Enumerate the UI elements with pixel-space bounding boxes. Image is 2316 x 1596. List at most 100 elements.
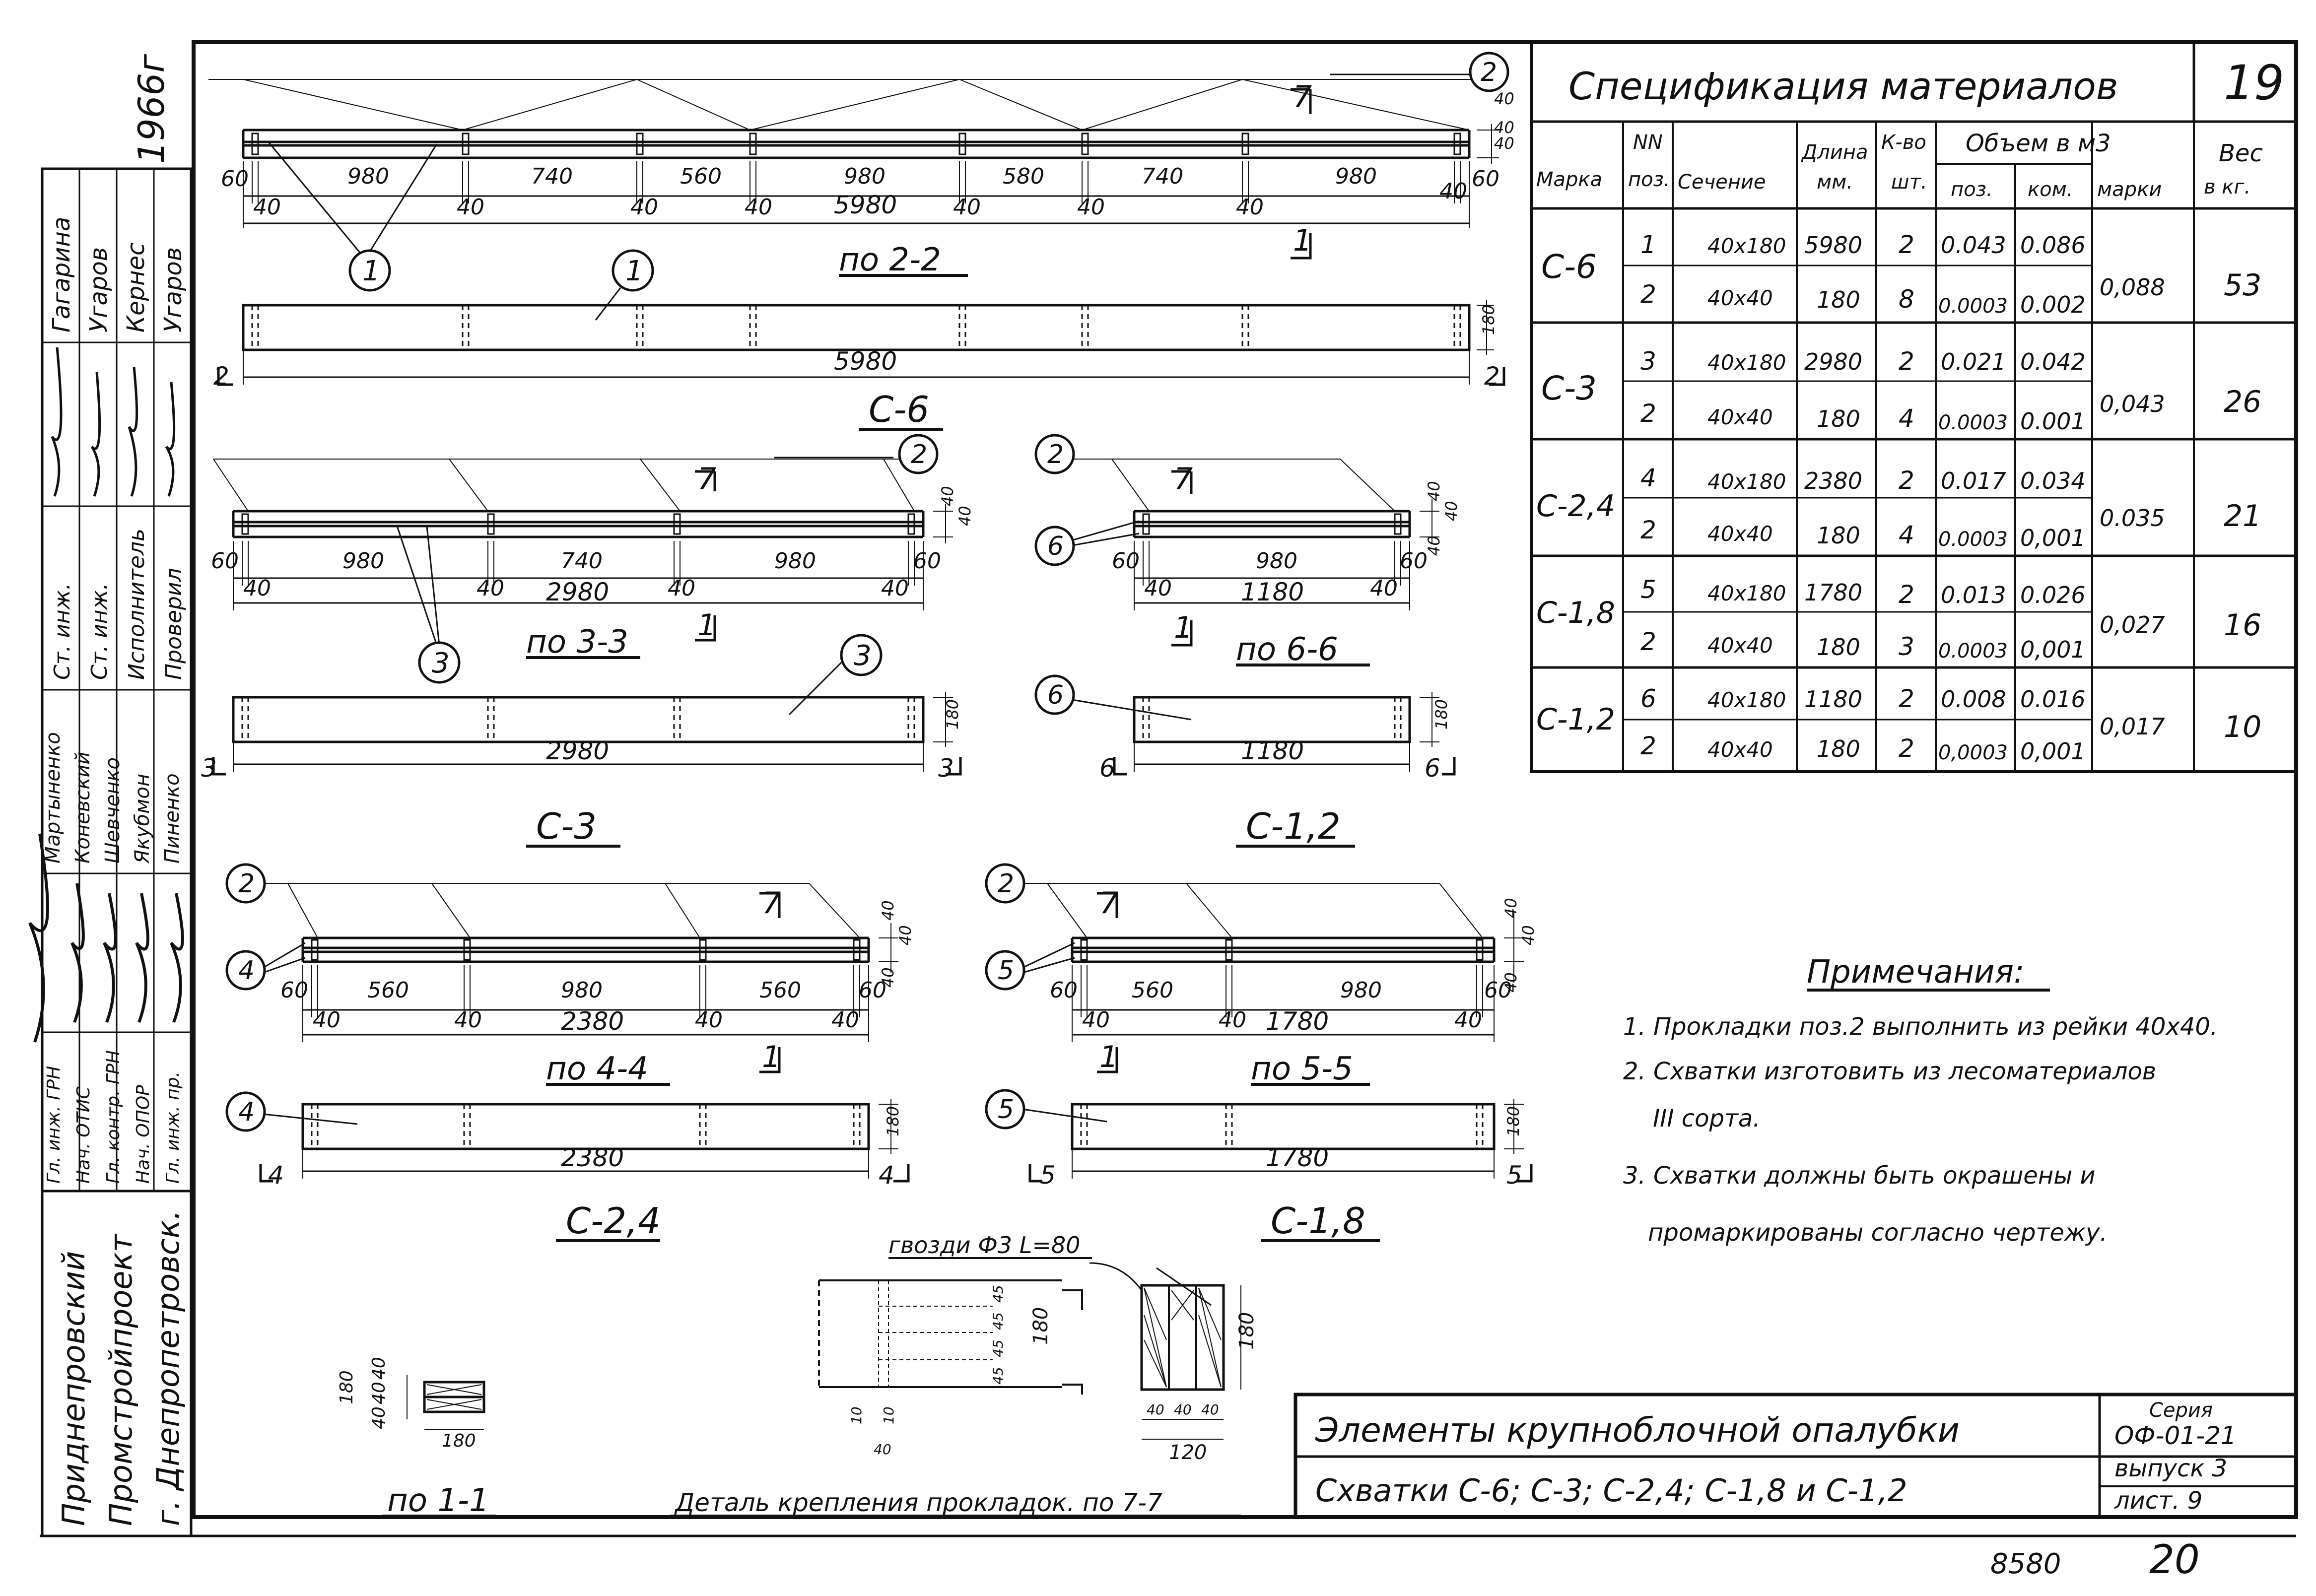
svg-text:0.086: 0.086	[2020, 232, 2086, 259]
svg-text:0.008: 0.008	[1941, 686, 2006, 713]
svg-text:Гл. инж. пр.: Гл. инж. пр.	[163, 1071, 183, 1184]
svg-text:40x180: 40x180	[1707, 581, 1786, 605]
svg-text:1780: 1780	[1266, 1143, 1329, 1172]
svg-text:180: 180	[337, 1370, 357, 1404]
c18-dims: 60 40 560 40 980 40 60 1780 40 40 40 7 1	[1050, 886, 1538, 1074]
svg-text:0.002: 0.002	[2020, 291, 2086, 318]
svg-text:поз.: поз.	[1628, 168, 1670, 191]
svg-text:10: 10	[2224, 710, 2261, 744]
svg-text:Гагарина: Гагарина	[48, 217, 75, 332]
title-list: лист. 9	[2114, 1487, 2202, 1515]
c6-plan	[217, 287, 1505, 386]
svg-text:2380: 2380	[561, 1143, 624, 1172]
svg-text:6: 6	[1099, 754, 1115, 783]
svg-text:740: 740	[531, 164, 573, 189]
c24-section-label: по 4-4	[546, 1051, 648, 1087]
svg-text:0,043: 0,043	[2100, 391, 2165, 417]
svg-text:2: 2	[1640, 732, 1656, 760]
svg-text:2: 2	[1640, 516, 1656, 544]
svg-text:Промстройпроект: Промстройпроект	[103, 1233, 139, 1526]
c6-elevation	[208, 73, 1499, 260]
svg-text:4: 4	[1640, 464, 1656, 492]
svg-text:180: 180	[1235, 1312, 1258, 1350]
stamp-signatures-top	[51, 347, 176, 497]
c12-title: С-1,2	[1246, 805, 1341, 847]
title-name: Элементы крупноблочной опалубки	[1315, 1411, 1960, 1450]
svg-text:180: 180	[1817, 634, 1860, 661]
svg-text:40: 40	[1519, 925, 1538, 945]
svg-text:2: 2	[238, 869, 255, 899]
callout-3	[840, 634, 883, 676]
svg-text:40x40: 40x40	[1707, 405, 1773, 429]
callout-3	[418, 641, 461, 684]
svg-text:Исполнитель: Исполнитель	[124, 529, 149, 680]
svg-text:7: 7	[1174, 462, 1193, 496]
svg-text:1780: 1780	[1266, 1007, 1329, 1036]
svg-text:180: 180	[884, 1106, 902, 1136]
svg-text:Нач. ОТИС: Нач. ОТИС	[73, 1086, 94, 1184]
svg-text:40: 40	[668, 576, 695, 601]
callout-2	[898, 434, 939, 474]
svg-text:мм.: мм.	[1817, 171, 1853, 194]
svg-text:г. Днепропетровск.: г. Днепропетровск.	[150, 1210, 186, 1526]
svg-text:Нач. ОПОР: Нач. ОПОР	[133, 1085, 153, 1184]
svg-text:3: 3	[1640, 347, 1656, 376]
svg-text:980: 980	[774, 548, 816, 574]
svg-text:шт.: шт.	[1891, 171, 1927, 194]
svg-text:40: 40	[243, 576, 271, 601]
svg-text:60: 60	[211, 548, 239, 574]
svg-text:1780: 1780	[1804, 579, 1862, 606]
svg-text:Пиненко: Пиненко	[161, 773, 184, 864]
svg-text:Кернес: Кернес	[122, 243, 150, 332]
svg-text:2: 2	[1640, 280, 1656, 309]
svg-text:40: 40	[1144, 576, 1172, 601]
svg-text:40: 40	[955, 506, 974, 526]
svg-text:60: 60	[1472, 166, 1499, 192]
svg-text:Угаров: Угаров	[85, 247, 113, 332]
svg-text:40: 40	[1236, 195, 1264, 220]
svg-text:Ст. инж.: Ст. инж.	[50, 583, 75, 680]
sheet-number-left: 8580	[1990, 1548, 2061, 1580]
svg-text:2: 2	[1899, 580, 1914, 609]
svg-text:5980: 5980	[834, 347, 897, 376]
svg-text:Сечение: Сечение	[1678, 171, 1766, 194]
svg-text:560: 560	[1132, 978, 1173, 1003]
svg-text:180: 180	[943, 699, 962, 730]
svg-text:40: 40	[1174, 1401, 1192, 1418]
title-block	[1294, 1393, 2298, 1519]
svg-text:40x40: 40x40	[1707, 633, 1773, 658]
sheet-border	[192, 40, 2298, 1519]
svg-text:5980: 5980	[834, 191, 897, 219]
svg-text:40: 40	[874, 1441, 891, 1458]
svg-text:0,001: 0,001	[2020, 525, 2086, 551]
svg-text:2980: 2980	[546, 736, 609, 765]
section-1-1-dims: 180 40 40 40 180	[337, 1357, 476, 1451]
svg-text:2: 2	[1481, 58, 1497, 87]
svg-text:0.016: 0.016	[2020, 686, 2086, 713]
spec-mark: С-1,2	[1536, 702, 1615, 737]
spec-title: Спецификация материалов	[1568, 64, 2118, 108]
c3-section-label: по 3-3	[526, 624, 628, 661]
svg-text:2: 2	[911, 440, 927, 469]
svg-text:560: 560	[759, 978, 801, 1003]
svg-text:2: 2	[1899, 734, 1914, 763]
svg-text:5: 5	[1640, 575, 1656, 604]
c3-plan	[212, 659, 962, 776]
svg-text:40: 40	[831, 1007, 859, 1033]
svg-text:40: 40	[1201, 1401, 1219, 1418]
svg-text:1: 1	[1293, 223, 1312, 258]
svg-text:1: 1	[762, 1040, 781, 1074]
svg-text:40: 40	[1082, 1007, 1110, 1033]
spec-body: С-6 1 40x180 5980 2 0.043 0.086 2 40x40 …	[1536, 230, 2261, 765]
svg-text:8: 8	[1899, 285, 1914, 314]
c18-plan	[1022, 1099, 1533, 1183]
svg-text:40: 40	[457, 195, 484, 220]
svg-text:0.0003: 0.0003	[1938, 640, 2008, 663]
svg-text:III сорта.: III сорта.	[1653, 1105, 1761, 1132]
svg-text:40: 40	[1439, 179, 1467, 204]
svg-text:40: 40	[1501, 898, 1520, 918]
title-vypusk: выпуск 3	[2114, 1455, 2227, 1482]
svg-text:Вес: Вес	[2219, 139, 2263, 167]
stamp-signatures-bot	[28, 833, 184, 1043]
callout-6	[1034, 674, 1075, 715]
